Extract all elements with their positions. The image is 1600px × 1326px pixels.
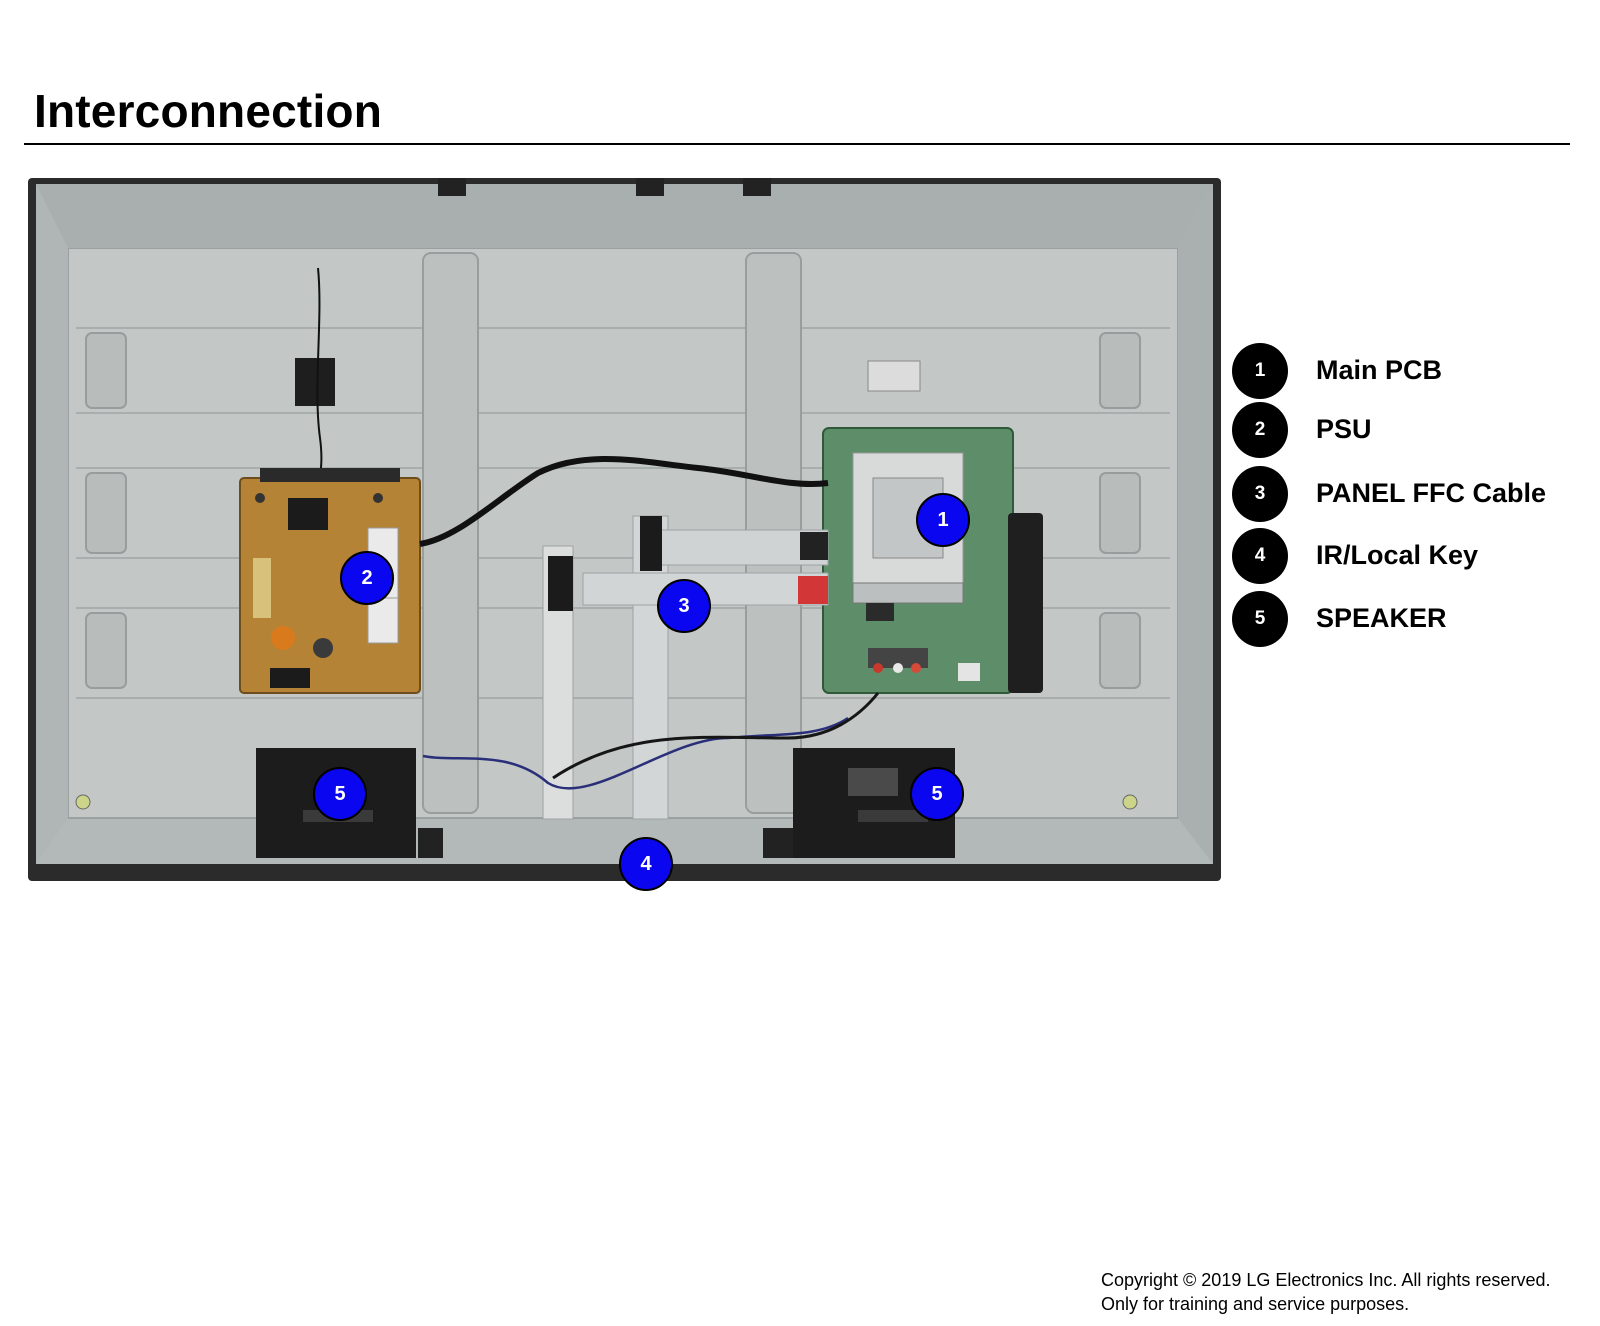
legend-number: 5 <box>1232 591 1288 647</box>
speaker-label <box>848 768 898 796</box>
legend-item-ir-local-key: 4 IR/Local Key <box>1232 528 1592 584</box>
side-pads <box>85 332 1141 689</box>
bottom-clip <box>763 828 793 858</box>
legend-number: 3 <box>1232 466 1288 522</box>
psu-board-top-edge <box>260 468 400 482</box>
callout-psu: 2 <box>340 551 394 605</box>
chassis-bevel-right <box>1178 184 1213 864</box>
callout-speaker-right: 5 <box>910 767 964 821</box>
callout-ir-local-key: 4 <box>619 837 673 891</box>
legend-label: PANEL FFC Cable <box>1316 478 1547 508</box>
chassis-bevel-left <box>36 184 68 864</box>
bottom-clip <box>418 828 443 858</box>
callout-main-pcb: 1 <box>916 493 970 547</box>
speaker-right-port <box>858 810 928 822</box>
legend-label: PSU <box>1316 414 1372 444</box>
top-clip <box>636 178 664 196</box>
rating-label <box>867 360 921 392</box>
main-pcb <box>822 427 1014 694</box>
legend-item-main-pcb: 1 Main PCB <box>1232 343 1592 399</box>
title-divider <box>24 143 1570 145</box>
screw <box>75 794 91 810</box>
legend-label: SPEAKER <box>1316 603 1447 633</box>
copyright-line: Copyright © 2019 LG Electronics Inc. All… <box>1101 1270 1551 1290</box>
page-title: Interconnection <box>34 85 383 137</box>
screw <box>1122 794 1138 810</box>
speaker-wire <box>422 716 849 790</box>
legend-label: IR/Local Key <box>1316 540 1479 570</box>
psu-main-cable <box>419 456 829 547</box>
top-clip <box>438 178 466 196</box>
copyright-notice: Copyright © 2019 LG Electronics Inc. All… <box>1101 1268 1550 1316</box>
speaker-wire <box>552 692 880 780</box>
black-tape <box>295 358 335 406</box>
legend-number: 2 <box>1232 402 1288 458</box>
top-clip <box>743 178 771 196</box>
legend-item-psu: 2 PSU <box>1232 402 1592 458</box>
psu-board <box>239 477 421 694</box>
legend-label: Main PCB <box>1316 355 1443 385</box>
tv-rear-panel-photo <box>28 178 1221 881</box>
main-pcb-bracket <box>1008 513 1043 693</box>
callout-panel-ffc-cable: 3 <box>657 579 711 633</box>
legend-item-panel-ffc-cable: 3 PANEL FFC Cable <box>1232 466 1592 522</box>
legend-number: 4 <box>1232 528 1288 584</box>
legend-item-speaker: 5 SPEAKER <box>1232 591 1592 647</box>
usage-notice-line: Only for training and service purposes. <box>1101 1294 1410 1314</box>
chassis-bevel-top <box>36 184 1213 248</box>
legend-number: 1 <box>1232 343 1288 399</box>
callout-speaker-left: 5 <box>313 767 367 821</box>
